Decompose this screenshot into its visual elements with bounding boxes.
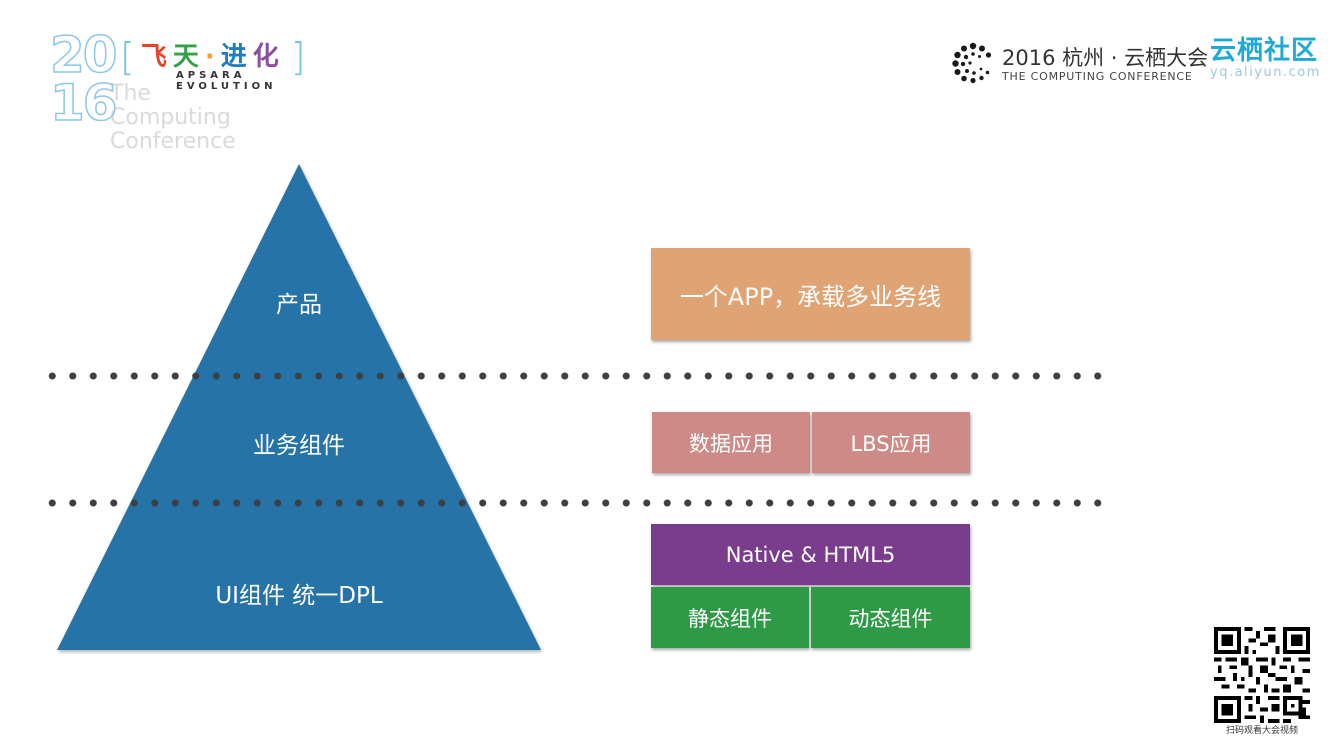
separator-dots-lower xyxy=(42,498,1112,508)
qr-code xyxy=(1214,627,1310,723)
pyramid-tier-product: 产品 xyxy=(276,292,322,318)
right-bracket-icon: ] xyxy=(290,35,306,79)
dynamic-component-box: 动态组件 xyxy=(811,587,970,648)
product-box: 一个APP，承载多业务线 xyxy=(651,248,970,340)
left-bracket-icon: [ xyxy=(120,35,135,79)
data-app-box: 数据应用 xyxy=(652,412,810,473)
conference-logo: 2016 杭州 · 云栖大会 THE COMPUTING CONFERENCE xyxy=(952,42,1208,86)
static-component-box: 静态组件 xyxy=(651,587,809,648)
layer-pyramid: 产品 业务组件 UI组件 统一DPL xyxy=(55,162,543,654)
pyramid-shape xyxy=(57,164,541,650)
conference-subtitle: THE COMPUTING CONFERENCE xyxy=(1002,70,1193,83)
event-logo: The Computing Conference 20 16 [ 飞天·进化 ]… xyxy=(49,26,350,153)
pyramid-tier-ui: UI组件 统一DPL xyxy=(215,583,383,609)
event-logo-year: 20 16 xyxy=(49,26,118,132)
lbs-app-box: LBS应用 xyxy=(812,412,970,473)
qr-caption: 扫码观看大会视频 xyxy=(1225,726,1298,736)
event-logo-ghost-text: The Computing Conference xyxy=(110,81,236,154)
separator-dots-upper xyxy=(42,371,1112,381)
conference-title: 2016 杭州 · 云栖大会 xyxy=(1002,46,1209,70)
community-url: yq.aliyun.com xyxy=(1210,65,1321,80)
dotted-ring-icon xyxy=(952,42,992,84)
community-logo: 云栖社区 yq.aliyun.com xyxy=(1210,30,1330,86)
pyramid-tier-business: 业务组件 xyxy=(253,433,345,459)
pyramid-triangle xyxy=(57,164,541,650)
event-logo-subtitle: APSARA EVOLUTION xyxy=(176,70,277,92)
event-logo-title: [ 飞天·进化 ] xyxy=(120,35,306,79)
native-html5-box: Native & HTML5 xyxy=(651,524,970,585)
community-name: 云栖社区 xyxy=(1210,36,1319,66)
